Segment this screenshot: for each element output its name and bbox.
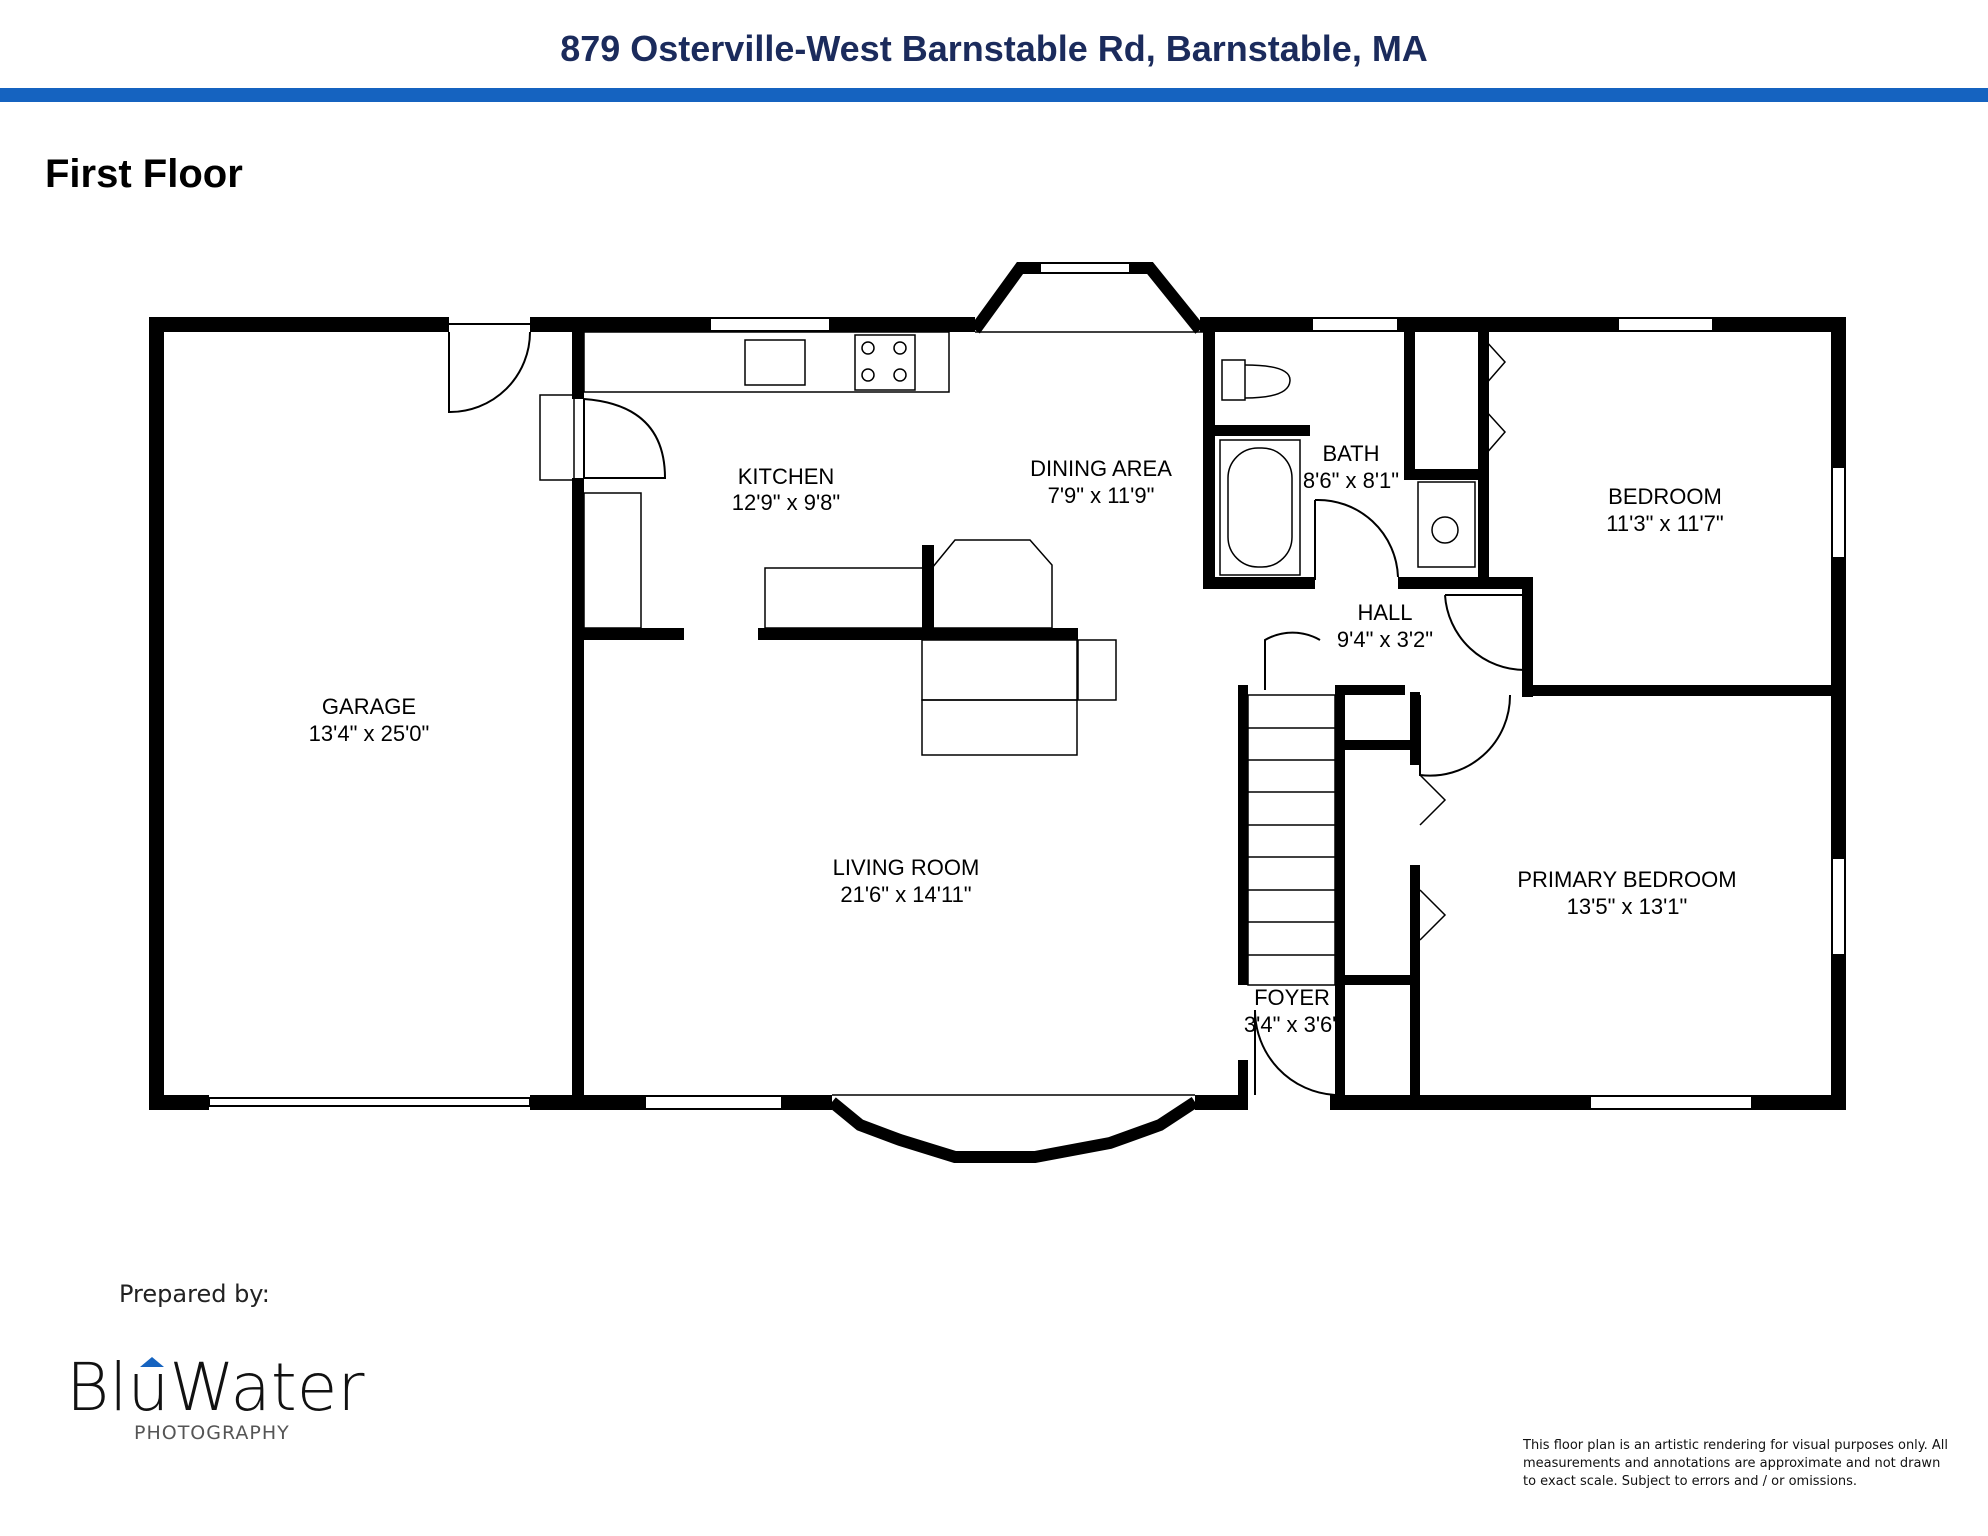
room-size-bath: 8'6" x 8'1" bbox=[1303, 468, 1399, 493]
prepared-by-label: Prepared by: bbox=[119, 1280, 270, 1308]
room-name-garage: GARAGE bbox=[322, 694, 416, 719]
doors bbox=[448, 323, 1526, 1096]
closet-doors bbox=[1419, 339, 1507, 941]
kitchen-fixtures bbox=[539, 331, 1117, 756]
room-size-bedroom: 11'3" x 11'7" bbox=[1606, 511, 1723, 536]
room-name-dining: DINING AREA bbox=[1030, 456, 1172, 481]
room-size-garage: 13'4" x 25'0" bbox=[309, 721, 430, 746]
bay-window-top bbox=[970, 262, 1205, 334]
room-name-primary: PRIMARY BEDROOM bbox=[1517, 867, 1736, 892]
floor-title: First Floor bbox=[45, 152, 243, 196]
room-labels: GARAGE 13'4" x 25'0" KITCHEN 12'9" x 9'8… bbox=[309, 441, 1737, 1037]
disclaimer: This floor plan is an artistic rendering… bbox=[1523, 1438, 1949, 1489]
bluwater-logo: BluWater PHOTOGRAPHY bbox=[66, 1349, 365, 1444]
room-name-bath: BATH bbox=[1322, 441, 1379, 466]
roof-accent-icon bbox=[140, 1357, 164, 1367]
page-title: 879 Osterville-West Barnstable Rd, Barns… bbox=[560, 28, 1428, 69]
room-size-living: 21'6" x 14'11" bbox=[840, 882, 971, 907]
bay-window-bottom bbox=[828, 1094, 1199, 1163]
room-size-hall: 9'4" x 3'2" bbox=[1337, 627, 1433, 652]
header-bar bbox=[0, 88, 1988, 102]
room-name-kitchen: KITCHEN bbox=[738, 464, 835, 489]
windows bbox=[208, 317, 1846, 1110]
logo-subtext: PHOTOGRAPHY bbox=[134, 1422, 290, 1444]
room-size-primary: 13'5" x 13'1" bbox=[1567, 894, 1688, 919]
room-name-hall: HALL bbox=[1357, 600, 1412, 625]
room-name-bedroom: BEDROOM bbox=[1608, 484, 1722, 509]
room-name-foyer: FOYER bbox=[1254, 985, 1330, 1010]
stairs bbox=[1247, 694, 1336, 986]
room-size-dining: 7'9" x 11'9" bbox=[1048, 483, 1155, 508]
room-name-living: LIVING ROOM bbox=[833, 855, 980, 880]
logo-wordmark: BluWater bbox=[66, 1349, 365, 1426]
room-size-foyer: 3'4" x 3'6" bbox=[1244, 1012, 1340, 1037]
room-size-kitchen: 12'9" x 9'8" bbox=[732, 490, 840, 515]
bath-fixtures bbox=[1219, 359, 1476, 576]
walls bbox=[149, 317, 1846, 1110]
